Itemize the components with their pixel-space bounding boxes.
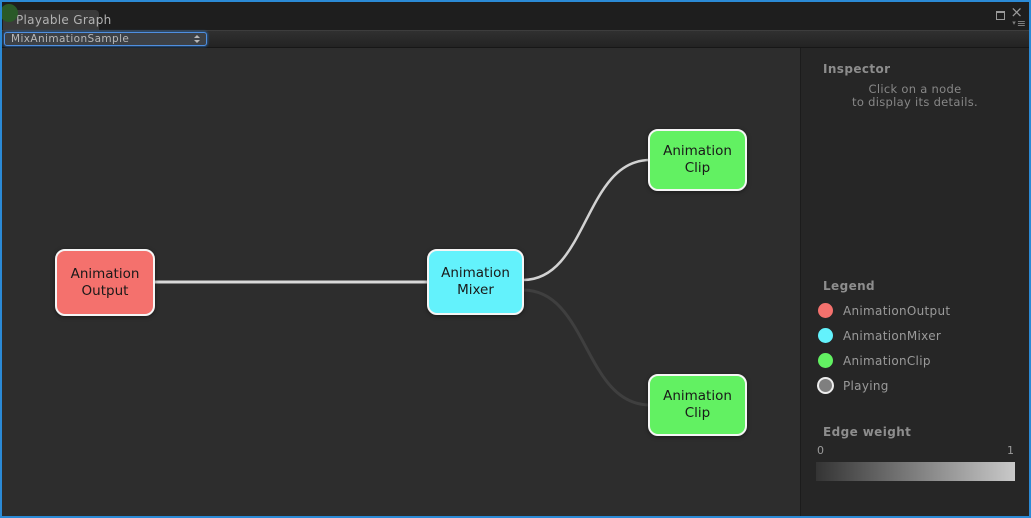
legend-item-animation-output: AnimationOutput	[801, 298, 1029, 323]
legend-swatch-cyan-icon	[818, 328, 833, 343]
legend-label: AnimationClip	[843, 353, 931, 368]
toolbar: MixAnimationSample	[2, 30, 1029, 48]
inspector-panel: Inspector Click on a node to display its…	[800, 48, 1029, 516]
legend-label: Playing	[843, 378, 889, 393]
node-label-line: Animation	[663, 388, 732, 404]
window-menu-icon[interactable]: ▾≡	[1012, 17, 1026, 30]
node-animation-clip-top[interactable]: Animation Clip	[648, 129, 747, 191]
node-animation-mixer[interactable]: Animation Mixer	[427, 249, 524, 315]
edge-mixer-to-clip-bottom	[522, 288, 651, 407]
node-label-line: Animation	[663, 143, 732, 159]
graph-selector-value: MixAnimationSample	[11, 33, 130, 45]
tab-playable-graph[interactable]: Playable Graph	[3, 10, 111, 30]
node-label-line: Output	[81, 282, 129, 299]
edge-weight-min: 0	[817, 444, 824, 457]
title-bar: Playable Graph × ▾≡	[2, 2, 1029, 30]
edge-weight-title: Edge weight	[823, 425, 912, 439]
graph-canvas[interactable]: Animation Output Animation Mixer Animati…	[2, 48, 800, 516]
tab-label: Playable Graph	[16, 13, 112, 27]
dropdown-arrows-icon	[194, 35, 200, 43]
node-label-line: Clip	[684, 405, 711, 421]
node-animation-clip-bottom[interactable]: Animation Clip	[648, 374, 747, 436]
inspector-hint: Click on a node to display its details.	[801, 83, 1029, 109]
legend-swatch-red-icon	[818, 303, 833, 318]
close-icon[interactable]: ×	[1010, 3, 1023, 21]
graph-selector-dropdown[interactable]: MixAnimationSample	[4, 32, 207, 46]
node-animation-output[interactable]: Animation Output	[55, 249, 155, 316]
legend-item-animation-clip: AnimationClip	[801, 348, 1029, 373]
inspector-hint-line2: to display its details.	[852, 95, 978, 109]
edge-weight-gradient-bar	[816, 462, 1015, 481]
node-label-line: Clip	[684, 160, 711, 176]
node-label-line: Mixer	[457, 282, 494, 298]
edge-weight-scale: 0 1	[817, 444, 1014, 457]
legend-title: Legend	[823, 279, 876, 293]
legend-list: AnimationOutput AnimationMixer Animation…	[801, 298, 1029, 398]
node-label-line: Animation	[70, 265, 140, 282]
legend-label: AnimationOutput	[843, 303, 951, 318]
inspector-hint-line1: Click on a node	[868, 82, 962, 96]
inspector-title: Inspector	[823, 62, 891, 76]
legend-swatch-green-icon	[818, 353, 833, 368]
graph-edges	[155, 158, 651, 407]
legend-item-playing: Playing	[801, 373, 1029, 398]
main-area: Animation Output Animation Mixer Animati…	[2, 48, 1029, 516]
edge-weight-max: 1	[1007, 444, 1014, 457]
node-label-line: Animation	[441, 265, 510, 281]
edge-mixer-to-clip-top	[522, 158, 651, 282]
play-indicator-icon	[2, 4, 18, 22]
legend-label: AnimationMixer	[843, 328, 942, 343]
maximize-icon[interactable]	[996, 11, 1005, 20]
legend-swatch-playing-icon	[817, 377, 834, 394]
legend-item-animation-mixer: AnimationMixer	[801, 323, 1029, 348]
